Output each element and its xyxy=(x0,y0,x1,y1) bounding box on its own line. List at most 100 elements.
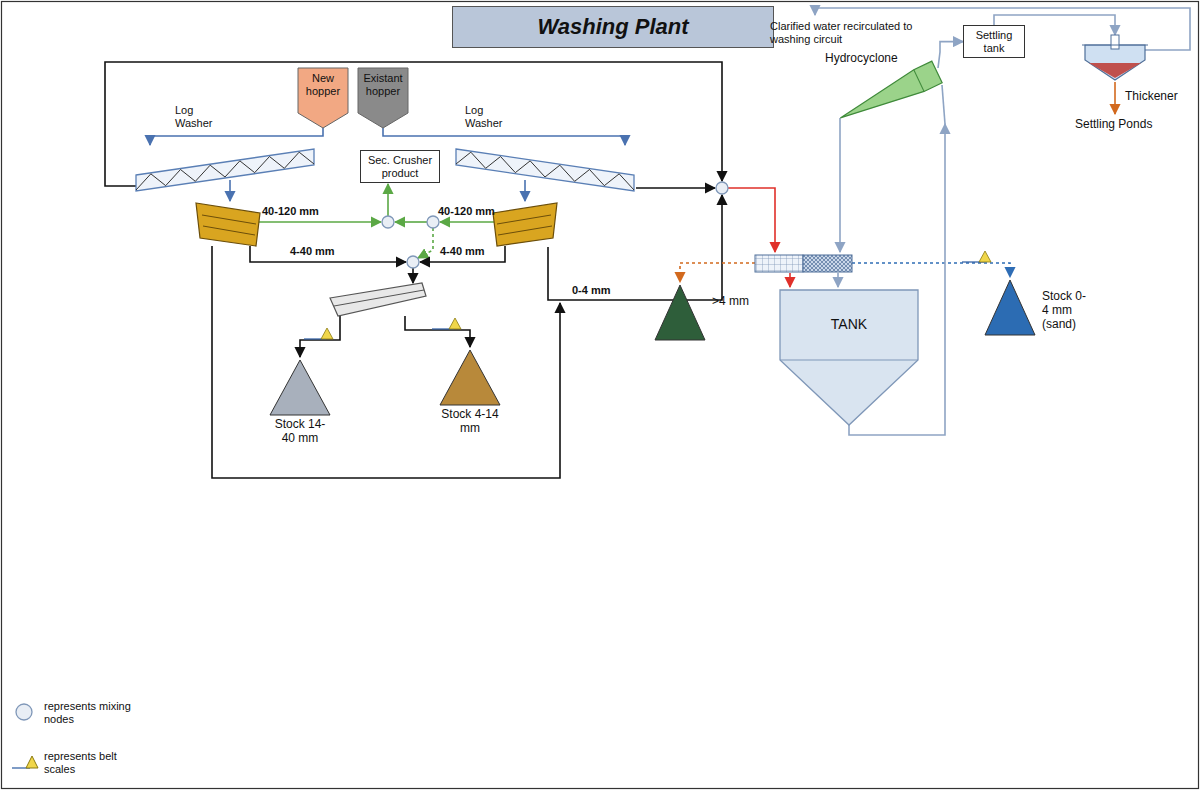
stockpile-triangle xyxy=(270,360,330,415)
stockpile-triangle xyxy=(985,280,1035,335)
thickener: Thickener xyxy=(1080,35,1190,107)
feed-pipe xyxy=(942,85,945,124)
node-label: Hydrocyclone xyxy=(825,52,905,66)
diagram-title: Washing Plant xyxy=(537,14,688,39)
log-washer: Log Washer xyxy=(450,145,640,195)
mixing-node xyxy=(427,216,439,228)
sand-screen xyxy=(803,255,852,272)
hydrocyclone: Hydrocyclone xyxy=(825,52,955,124)
overflow-pipe xyxy=(938,52,940,68)
oversize-dotted-line xyxy=(680,263,755,282)
gravel-line xyxy=(250,246,406,262)
legend-item: represents belt scales xyxy=(12,750,142,775)
node-label: Log Washer xyxy=(465,104,513,129)
oversize-line xyxy=(258,221,381,223)
flow-label: Settling Ponds xyxy=(1075,118,1152,132)
stockpile-triangle xyxy=(440,350,500,405)
legend-sample xyxy=(12,750,38,776)
thickener-rim xyxy=(1082,45,1148,46)
belt-scale xyxy=(432,318,461,329)
vibrating-screen xyxy=(196,203,260,246)
screen-deck xyxy=(497,215,552,235)
node-label: >4 mm xyxy=(712,295,757,309)
flow-connector xyxy=(150,128,323,145)
bypass-line xyxy=(418,228,433,258)
washer-trough xyxy=(456,149,634,191)
title-box: Washing Plant xyxy=(452,6,774,48)
log-washer: Log Washer xyxy=(130,145,320,195)
legend-sample xyxy=(12,700,38,726)
node-label: Log Washer xyxy=(175,104,223,129)
node-label: TANK xyxy=(780,290,918,332)
stockpile: Stock 4-14 mm xyxy=(440,350,500,436)
hopper-body xyxy=(298,68,348,128)
hopper: New hopper xyxy=(298,68,348,128)
tank: TANK xyxy=(780,290,918,425)
gravel-line xyxy=(412,268,414,283)
oversize-line xyxy=(395,221,427,223)
node-label: New hopper xyxy=(298,68,348,97)
fines-return-line xyxy=(212,246,560,478)
stockpile: Stock 14-40 mm xyxy=(270,360,330,446)
sand-screen xyxy=(755,255,803,272)
legend-text: represents mixing nodes xyxy=(44,700,134,725)
label-text: 40-120 mm xyxy=(262,205,319,217)
screens xyxy=(196,203,852,316)
vibrating-screen xyxy=(493,203,557,246)
hopper: Existant hopper xyxy=(358,68,408,128)
screen-deck xyxy=(334,290,424,306)
flow-connector xyxy=(940,42,963,52)
mixing-nodes xyxy=(382,182,728,268)
fines-line xyxy=(548,195,722,300)
cyclone-cone xyxy=(835,61,942,129)
label-text: 4-40 mm xyxy=(440,245,485,257)
shape-outline xyxy=(130,145,320,195)
washer-to-screen xyxy=(229,180,231,201)
washer-overflow xyxy=(636,187,715,189)
oversize-line xyxy=(387,184,389,216)
node-label: Settling tank xyxy=(964,26,1024,57)
node-label: Stock 0-4 mm (sand) xyxy=(1042,290,1087,331)
stockpile-triangle xyxy=(655,285,705,340)
secondary-screen xyxy=(330,283,426,316)
process-lines xyxy=(105,8,1190,478)
mixing-node xyxy=(382,216,394,228)
process-box: Sec. Crusher product xyxy=(360,150,440,183)
washer-screw xyxy=(136,152,314,190)
sludge-line xyxy=(1114,82,1116,114)
product-line xyxy=(300,314,340,357)
stockpile: >4 mm xyxy=(655,285,755,299)
flow-label: 0-4 mm xyxy=(572,284,611,297)
flow-label: 40-120 mm xyxy=(438,205,495,218)
feed-well xyxy=(1111,35,1119,49)
node-label: Stock 4-14 mm xyxy=(440,408,500,436)
label-text: Settling Ponds xyxy=(1075,117,1152,131)
label-text: Clarified water recirculated to washing … xyxy=(770,20,912,45)
tank-body xyxy=(780,290,918,425)
legend-text: represents belt scales xyxy=(44,750,134,775)
legend-item: represents mixing nodes xyxy=(12,700,142,725)
belt-scale xyxy=(962,251,991,262)
water-line xyxy=(837,273,839,287)
thickener-sludge xyxy=(1089,63,1141,78)
cyclone-body xyxy=(835,61,942,129)
stockpile: Stock 0-4 mm (sand) xyxy=(985,280,1085,321)
sand-dotted-line xyxy=(852,263,1010,277)
mixing-node xyxy=(407,256,419,268)
screen-deck xyxy=(202,215,256,235)
oversize-line xyxy=(440,221,495,223)
node-label: Existant hopper xyxy=(358,68,408,97)
process-box: Settling tank xyxy=(963,25,1025,58)
shape-outline xyxy=(450,145,640,195)
cyclone-seam xyxy=(914,70,924,92)
node-label: Sec. Crusher product xyxy=(361,151,439,182)
mixing-node-symbol xyxy=(16,704,32,720)
node-label: Thickener xyxy=(1125,90,1185,104)
gravel-line xyxy=(420,246,505,262)
belt-scale xyxy=(304,328,333,339)
hopper-body xyxy=(358,68,408,128)
washer-to-screen xyxy=(524,180,526,201)
product-line xyxy=(405,316,470,347)
flow-connector xyxy=(383,128,625,145)
